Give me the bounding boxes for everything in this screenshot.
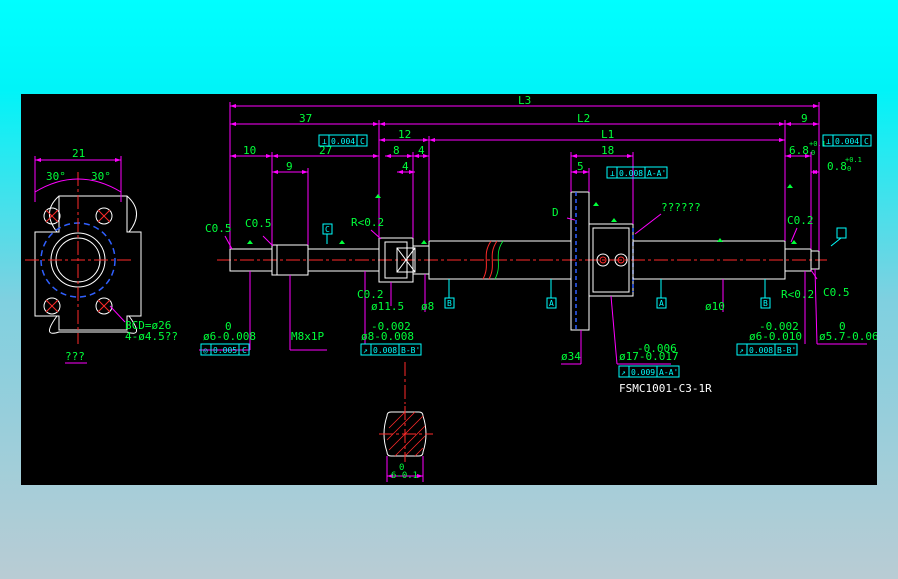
- phi6-label: ø6-0.008: [203, 330, 256, 343]
- svg-text:⊥: ⊥: [826, 137, 831, 146]
- svg-text:0.008: 0.008: [749, 346, 773, 355]
- cad-drawing-canvas[interactable]: 21 30° 30° BCD=ø26 4-ø4.5?? ???: [21, 94, 877, 485]
- dim-L1: L1: [601, 128, 614, 141]
- svg-text:C: C: [864, 137, 869, 146]
- dim-0-8-tol-bot: 0: [847, 165, 851, 173]
- svg-text:↗: ↗: [621, 368, 626, 377]
- phi34-label: ø34: [561, 350, 581, 363]
- datum-markers: C B A A B: [322, 223, 847, 309]
- frame-runout-bb-left: ↗ 0.008 B-B': [360, 343, 422, 356]
- surface-finish-marks: [247, 184, 797, 244]
- frame-runout-bb-right: ↗ 0.008 B-B': [736, 343, 798, 356]
- datum-c: C: [325, 225, 330, 234]
- svg-text:↗: ↗: [739, 346, 744, 355]
- dim-12: 12: [398, 128, 411, 141]
- chamfer-c02-left: C0.2: [357, 288, 384, 301]
- unknown-note: ??????: [661, 201, 701, 214]
- radius-r02-left: R<0.2: [351, 216, 384, 229]
- datum-b-left: B: [447, 299, 452, 308]
- model-number: FSMC1001-C3-1R: [619, 382, 712, 395]
- chamfer-c02-right: C0.2: [787, 214, 814, 227]
- svg-text:0.004: 0.004: [331, 137, 355, 146]
- frame-perp-c-left: ⊥ 0.004 C: [318, 134, 368, 147]
- frame-runout-aa: ↗ 0.009 A-A': [618, 365, 680, 378]
- dimension-lines: L3 37 L2 9 12 L1 10 27 8 4 9 4 18 5: [199, 94, 867, 365]
- dim-L3: L3: [518, 94, 531, 107]
- phi17-label: ø17-0.017: [619, 350, 679, 363]
- radius-r02-right: R<0.2: [781, 288, 814, 301]
- section-view: 0 6-0.1: [379, 362, 433, 482]
- svg-text:A-A': A-A': [647, 169, 666, 178]
- annotations: C0.5 C0.5 R<0.2 C0.2 D ?????? C0.2 R<0.2…: [203, 201, 877, 395]
- phi11-label: ø11.5: [371, 300, 404, 313]
- svg-text:A-A': A-A': [659, 368, 678, 377]
- dim-37: 37: [299, 112, 312, 125]
- dim-8: 8: [393, 144, 400, 157]
- section-tol-top: 0: [399, 463, 404, 473]
- phi8-label: ø8-0.008: [361, 330, 414, 343]
- frame-perp-c-right: ⊥ 0.004 C: [822, 134, 872, 147]
- svg-text:0.008: 0.008: [373, 346, 397, 355]
- phi17-tol-top: -0.006: [637, 342, 677, 355]
- svg-text:B-B': B-B': [401, 346, 420, 355]
- svg-text:0.005: 0.005: [213, 346, 237, 355]
- datum-b-right: B: [763, 299, 768, 308]
- datum-a-left: A: [549, 299, 554, 308]
- angle-30-right: 30°: [91, 170, 111, 183]
- phi6-tol-top: 0: [225, 320, 232, 333]
- dim-4-lower: 4: [402, 160, 409, 173]
- svg-text:⊥: ⊥: [322, 137, 327, 146]
- svg-text:↗: ↗: [363, 346, 368, 355]
- dim-6-8: 6.8: [789, 144, 809, 157]
- phi57-tol-top: 0: [839, 320, 846, 333]
- dim-L2: L2: [577, 112, 590, 125]
- view-label: ???: [65, 350, 85, 363]
- chamfer-c05-right: C0.5: [823, 286, 850, 299]
- phi10-label: ø10: [705, 300, 725, 313]
- dim-0-8-tol-top: +0.1: [845, 156, 862, 164]
- dim-5: 5: [577, 160, 584, 173]
- phi6b-tol-top: -0.002: [759, 320, 799, 333]
- svg-text:⊥: ⊥: [610, 169, 615, 178]
- dim-10: 10: [243, 144, 256, 157]
- m8-thread-label: M8x1P: [291, 330, 324, 343]
- svg-text:B-B': B-B': [777, 346, 796, 355]
- chamfer-c05-mid: C0.5: [245, 217, 272, 230]
- feature-control-frames: ⊥ 0.004 C ⊥ 0.004 C ⊥ 0.008 A-A' ◎ 0.005…: [200, 134, 872, 378]
- dim-6-8-tol-bot: 0: [811, 149, 815, 157]
- phi6b-label: ø6-0.010: [749, 330, 802, 343]
- dim-21: 21: [72, 147, 85, 160]
- svg-text:C: C: [242, 346, 247, 355]
- frame-perp-aa: ⊥ 0.008 A-A': [606, 166, 668, 179]
- svg-text:0.009: 0.009: [631, 368, 655, 377]
- dim-27: 27: [319, 144, 332, 157]
- phi57-label: ø5.7-0.06: [819, 330, 877, 343]
- phi8-tol-top: -0.002: [371, 320, 411, 333]
- dim-18: 18: [601, 144, 614, 157]
- dim-9-right: 9: [801, 112, 808, 125]
- datum-a-right: A: [659, 299, 664, 308]
- phi8b-label: ø8: [421, 300, 434, 313]
- holes-label: 4-ø4.5??: [125, 330, 178, 343]
- svg-text:C: C: [360, 137, 365, 146]
- svg-text:0.008: 0.008: [619, 169, 643, 178]
- frame-concentricity-c: ◎ 0.005 C: [200, 343, 250, 356]
- dim-9-left: 9: [286, 160, 293, 173]
- dim-4-top: 4: [418, 144, 425, 157]
- dim-0-8: 0.8: [827, 160, 847, 173]
- letter-d: D: [552, 206, 559, 219]
- svg-text:0.004: 0.004: [835, 137, 859, 146]
- dim-6-8-tol-top: +0.1: [809, 140, 826, 148]
- svg-text:◎: ◎: [203, 346, 208, 355]
- chamfer-c05-left: C0.5: [205, 222, 232, 235]
- ball-screw-drawing: 21 30° 30° BCD=ø26 4-ø4.5?? ???: [25, 94, 877, 482]
- bcd-label: BCD=ø26: [125, 319, 171, 332]
- angle-30-left: 30°: [46, 170, 66, 183]
- section-dim: 6-0.1: [391, 471, 418, 481]
- flange-end-view: 21 30° 30° BCD=ø26 4-ø4.5?? ???: [25, 147, 178, 364]
